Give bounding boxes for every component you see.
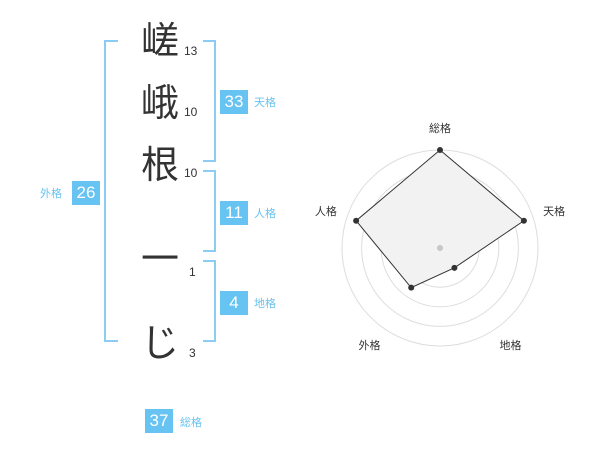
radar-point-4 (408, 284, 415, 291)
soukaku-value: 37 (145, 409, 173, 433)
radar-center-dot (437, 245, 443, 251)
name-char-5: じ (140, 321, 179, 365)
tenkaku-label: 天格 (254, 96, 276, 109)
name-char-4: 一 (140, 237, 179, 281)
name-char-3: 根 (140, 143, 179, 187)
radar-point-3 (451, 264, 458, 271)
radar-point-1 (437, 147, 443, 153)
stroke-count-4: 1 (189, 265, 196, 279)
soukaku-label: 総格 (180, 416, 202, 429)
stroke-count-3: 10 (184, 166, 198, 180)
gaikaku-bracket (104, 40, 118, 342)
jinkaku-label: 人格 (254, 207, 276, 220)
radar-label-5: 人格 (315, 204, 337, 218)
radar-point-5 (353, 217, 360, 224)
radar-label-3: 地格 (500, 338, 522, 352)
chikaku-bracket (203, 260, 216, 342)
stroke-count-5: 3 (189, 346, 196, 360)
gaikaku-label: 外格 (40, 187, 62, 200)
tenkaku-bracket (203, 40, 216, 162)
radar-label-4: 外格 (358, 338, 380, 352)
gaikaku-value: 26 (72, 181, 100, 205)
jinkaku-bracket (203, 170, 216, 252)
radar-label-1: 総格 (429, 121, 451, 135)
radar-point-2 (520, 217, 527, 224)
chikaku-label: 地格 (254, 297, 276, 310)
stroke-count-2: 10 (184, 105, 198, 119)
name-char-2: 峨 (140, 81, 179, 125)
tenkaku-value: 33 (220, 90, 248, 114)
radar-area (355, 149, 525, 289)
chikaku-value: 4 (220, 291, 248, 315)
name-char-1: 嵯 (140, 19, 179, 63)
jinkaku-value: 11 (220, 201, 248, 225)
stroke-count-1: 13 (184, 44, 198, 58)
radar-label-2: 天格 (543, 204, 565, 218)
